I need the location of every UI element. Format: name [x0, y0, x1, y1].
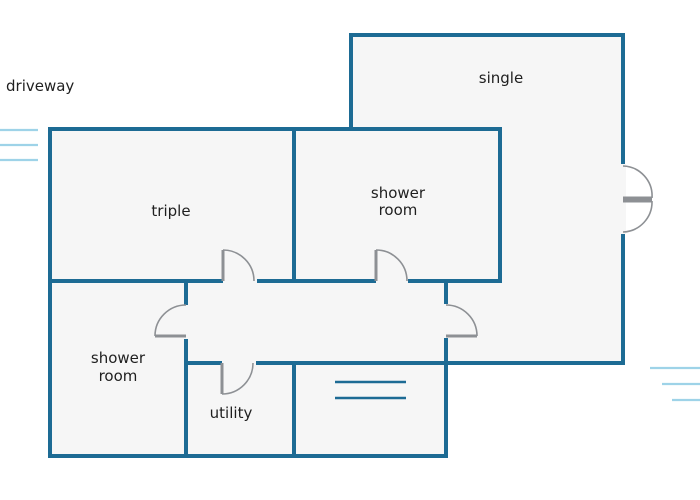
label-shower-room-left-line2: room [99, 367, 138, 385]
door-utility[interactable] [220, 360, 256, 395]
label-single: single [479, 69, 523, 87]
door-shower-top[interactable] [374, 249, 408, 284]
room-hallway [184, 279, 448, 365]
label-shower-room-top-line1: shower [371, 184, 426, 202]
room-shower-left [48, 279, 188, 458]
door-single-exterior[interactable] [620, 164, 653, 234]
room-stairs [292, 361, 448, 458]
label-shower-room-top-line2: room [379, 201, 418, 219]
room-shower-top [292, 127, 502, 283]
label-triple: triple [151, 202, 190, 220]
water-lines-right [650, 366, 700, 402]
room-triple [48, 127, 296, 283]
door-triple[interactable] [221, 249, 257, 284]
label-shower-room-left-line1: shower [91, 349, 146, 367]
label-utility: utility [210, 404, 253, 422]
room-utility [184, 361, 296, 458]
door-shower-left[interactable] [154, 304, 189, 339]
door-hallway-to-single[interactable] [443, 304, 478, 338]
driveway-lines [0, 128, 38, 162]
label-driveway: driveway [6, 77, 74, 95]
stairs-icon [335, 380, 406, 400]
